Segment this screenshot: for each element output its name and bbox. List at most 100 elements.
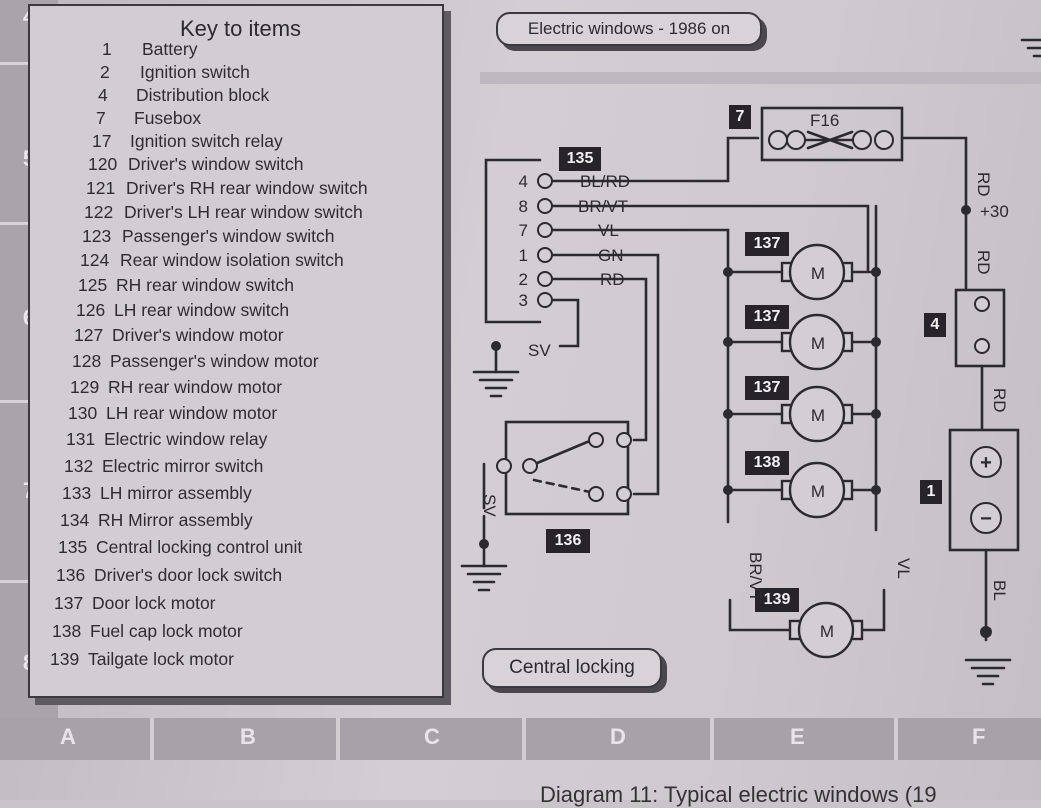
grid-column-divider: [336, 718, 340, 760]
motor-symbol: M: [811, 482, 825, 501]
ground-symbol-battery: [964, 658, 1012, 686]
key-item-num: 134: [60, 510, 90, 530]
block-terminal: [974, 296, 990, 312]
key-item-num: 135: [58, 537, 88, 557]
key-item-label: Driver's RH rear window switch: [126, 178, 368, 198]
junction-dot: [980, 626, 992, 638]
key-item-label: Electric mirror switch: [102, 456, 264, 476]
distribution-block-tag: 4: [924, 313, 946, 337]
battery-plus-symbol: +: [980, 452, 992, 474]
control-unit-body: [484, 158, 542, 324]
lock-switch-dashed: [532, 478, 592, 494]
key-item-label: LH rear window motor: [106, 403, 278, 423]
switch-terminal: [588, 432, 604, 448]
diagram-header-pill: Electric windows - 1986 on: [496, 12, 762, 46]
key-item-num: 139: [50, 649, 80, 669]
ground-symbol-switch: [460, 564, 508, 592]
key-item-label: Electric window relay: [104, 429, 268, 449]
pin-number: 8: [519, 197, 528, 216]
battery-negative-terminal: [970, 502, 1002, 534]
background-band: [480, 72, 1041, 84]
motor-symbol: M: [811, 264, 825, 283]
junction-dot: [871, 485, 881, 495]
key-item-label: Tailgate lock motor: [88, 649, 234, 669]
switch-terminal: [496, 458, 512, 474]
wire-bl-rd: [550, 136, 760, 183]
switch-terminal: [522, 458, 538, 474]
key-item-label: Battery: [142, 39, 198, 59]
key-item-num: 129: [70, 377, 100, 397]
door-lock-motor-tag: 137: [745, 232, 789, 256]
motor-symbol: M: [820, 622, 834, 641]
motor-symbol: M: [811, 406, 825, 425]
key-item-num: 2: [100, 62, 110, 82]
distribution-block-body: [954, 288, 1006, 368]
battery-positive-terminal: [970, 446, 1002, 478]
grid-column-divider: [710, 718, 714, 760]
key-item-label: LH mirror assembly: [100, 483, 252, 503]
ground-symbol-top: [472, 370, 520, 398]
motor-body: [797, 601, 855, 659]
motor-symbol: M: [811, 334, 825, 353]
junction-dot: [871, 337, 881, 347]
key-item-label: LH rear window switch: [114, 300, 290, 320]
grid-column-divider: [894, 718, 898, 760]
key-item-label: Ignition switch: [140, 62, 250, 82]
key-item-num: 123: [82, 226, 112, 246]
control-unit-ground-wire: [538, 298, 580, 348]
bus-right-lower: [854, 588, 886, 632]
key-item-num: 17: [92, 131, 112, 151]
bus-right-label: VL: [894, 558, 913, 579]
fuse-link-b: [806, 130, 854, 150]
key-box: Key to items 1 Battery 2 Ignition switch…: [28, 4, 444, 698]
key-item-num: 126: [76, 300, 106, 320]
fuse-terminal: [786, 130, 806, 150]
switch-terminal: [616, 486, 632, 502]
wire-label-bl: BL: [990, 580, 1009, 601]
pin-wire-label: BR/VT: [578, 197, 628, 216]
motor-body: [788, 385, 846, 443]
key-item-num: 132: [64, 456, 94, 476]
grid-column-divider: [150, 718, 154, 760]
ground-label-top: SV: [528, 341, 551, 360]
junction-dot: [723, 337, 733, 347]
grid-column-strip: [0, 718, 1041, 760]
switch-terminal: [616, 432, 632, 448]
key-item-num: 138: [52, 621, 82, 641]
ground-symbol-edge: [1020, 38, 1041, 58]
junction-dot: [479, 539, 489, 549]
lock-switch-tag: 136: [546, 529, 590, 553]
key-item-num: 131: [66, 429, 96, 449]
key-item-num: 127: [74, 325, 104, 345]
block-terminal: [974, 338, 990, 354]
switch-terminal: [588, 486, 604, 502]
pin-terminal: [537, 271, 553, 287]
grid-column-label: F: [972, 724, 986, 749]
junction-dot: [491, 341, 501, 351]
key-item-label: Driver's window motor: [112, 325, 284, 345]
grid-column-label: C: [424, 724, 440, 749]
junction-dot: [871, 267, 881, 277]
pin-terminal: [537, 292, 553, 308]
pin-terminal: [537, 198, 553, 214]
pin-wire-label: RD: [600, 270, 625, 289]
plus30-label: +30: [980, 202, 1009, 221]
key-item-num: 128: [72, 351, 102, 371]
lock-switch-lever: [528, 438, 594, 468]
wire-label-rd: RD: [974, 250, 993, 275]
tailgate-motor-tag: 139: [755, 588, 799, 612]
key-item-label: Distribution block: [136, 85, 270, 105]
grid-column-label: B: [240, 724, 256, 749]
fuse-terminal: [768, 130, 788, 150]
grid-column-label: D: [610, 724, 626, 749]
fuse-label: F16: [810, 111, 839, 130]
pin-wire-label: BL/RD: [580, 172, 630, 191]
junction-dot: [871, 409, 881, 419]
junction-dot: [723, 485, 733, 495]
key-item-label: Central locking control unit: [96, 537, 303, 557]
key-item-label: RH rear window motor: [108, 377, 283, 397]
battery-body: [948, 428, 1020, 552]
pin-terminal: [537, 173, 553, 189]
control-unit-tag: 135: [559, 147, 601, 171]
